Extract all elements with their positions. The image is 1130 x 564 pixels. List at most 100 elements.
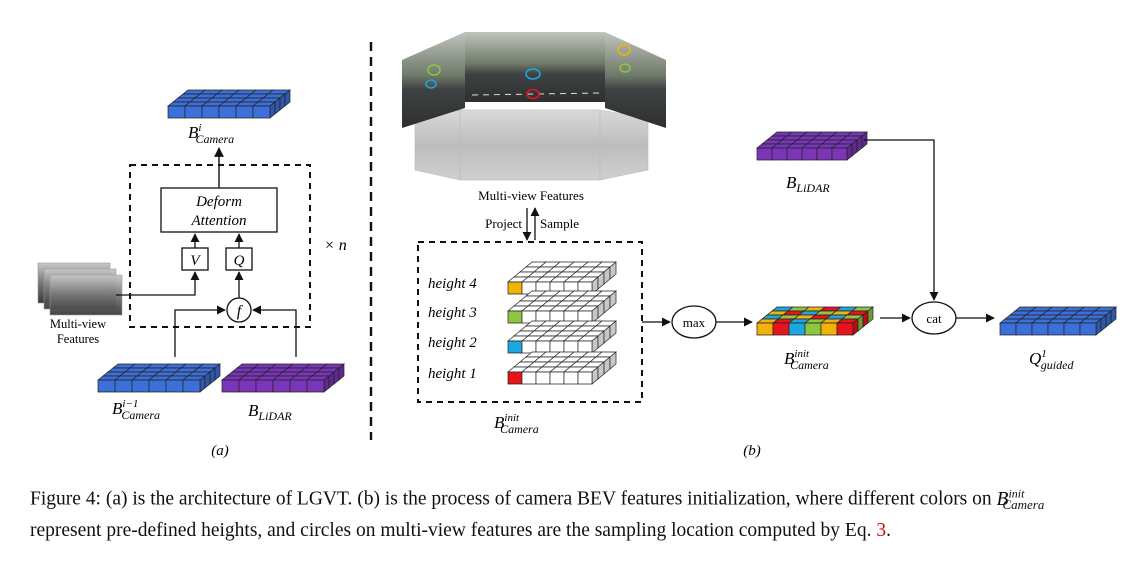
tensor-front-cell xyxy=(1031,322,1049,336)
tensor-front-cell xyxy=(521,371,537,385)
tensor-front-cell xyxy=(507,281,523,295)
deform-attention-box xyxy=(160,187,278,233)
tensor-front-cell xyxy=(182,379,201,393)
tensor-front-cell xyxy=(756,322,774,336)
q-guided-tensor xyxy=(999,306,1117,336)
tensor-front-cell xyxy=(535,340,551,354)
tensor-front-cell xyxy=(836,322,854,336)
caption-part-1: Figure 4: (a) is the architecture of LGV… xyxy=(30,488,992,510)
mv-features-label-b: Multi-view Features xyxy=(478,188,584,203)
tensor-front-cell xyxy=(289,379,308,393)
tensor-front-cell xyxy=(820,322,838,336)
tensor-front-cell xyxy=(577,340,593,354)
tensor-front-cell xyxy=(563,340,579,354)
tensor-side-cell xyxy=(284,89,291,107)
f-label: f xyxy=(237,303,244,320)
b-lidar-label-b: BLiDAR xyxy=(786,173,830,195)
tensor-front-cell xyxy=(577,371,593,385)
panel-a-label: (a) xyxy=(211,443,229,459)
tensor-front-cell xyxy=(816,147,833,161)
tensor-front-cell xyxy=(1015,322,1033,336)
b-lidar-label-a: BLiDAR xyxy=(248,401,292,423)
tensor-side-cell xyxy=(1110,306,1117,324)
tensor-front-cell xyxy=(1079,322,1097,336)
deform-label-1: Deform xyxy=(195,194,242,210)
cat-label: cat xyxy=(926,311,942,326)
tensor-front-cell xyxy=(788,322,806,336)
tensor-front-cell xyxy=(1063,322,1081,336)
b-lidar-tensor-b xyxy=(756,131,868,161)
tensor-front-cell xyxy=(786,147,803,161)
height-label-1: height 1 xyxy=(428,366,477,382)
tensor-front-cell xyxy=(507,340,523,354)
tensor-front-cell xyxy=(521,340,537,354)
tensor-front-cell xyxy=(235,105,254,119)
tensor-side-cell xyxy=(609,290,617,309)
height-label-4: height 4 xyxy=(428,276,477,292)
tensor-front-cell xyxy=(756,147,773,161)
tensor-side-cell xyxy=(609,261,617,280)
tensor-front-cell xyxy=(238,379,257,393)
tensor-front-cell xyxy=(772,322,790,336)
tensor-front-cell xyxy=(165,379,184,393)
height-slice xyxy=(507,290,617,324)
tensor-front-cell xyxy=(306,379,325,393)
panel-b: Multi-view Features Project Sample heigh… xyxy=(402,32,1117,459)
tensor-front-cell xyxy=(999,322,1017,336)
tensor-front-cell xyxy=(148,379,167,393)
mv-to-v-arrow xyxy=(116,271,200,296)
lidar-to-f-arrow xyxy=(252,305,297,357)
tensor-front-cell xyxy=(771,147,788,161)
height-slice xyxy=(507,320,617,354)
tensor-front-cell xyxy=(1047,322,1065,336)
tensor-side-cell xyxy=(609,320,617,339)
repeat-n-label: × n xyxy=(324,237,347,254)
tensor-front-cell xyxy=(218,105,237,119)
v-label: V xyxy=(190,253,201,269)
panel-b-label: (b) xyxy=(743,443,761,459)
caption-math: BinitCamera xyxy=(996,486,1045,513)
caption-eq-ref[interactable]: 3 xyxy=(876,520,887,542)
figure-caption: Figure 4: (a) is the architecture of LGV… xyxy=(30,486,1045,542)
project-label: Project xyxy=(485,216,522,231)
repeat-dashed-box xyxy=(129,164,311,328)
max-label: max xyxy=(683,315,706,330)
tensor-front-cell xyxy=(221,379,240,393)
mv-features-label-2: Features xyxy=(57,332,99,346)
tensor-side-cell xyxy=(338,363,345,381)
mv-features-label-1: Multi-view xyxy=(50,317,106,331)
tensor-front-cell xyxy=(507,371,523,385)
b-camera-i-tensor xyxy=(167,89,291,119)
tensor-front-cell xyxy=(167,105,186,119)
tensor-side-cell xyxy=(214,363,221,381)
tensor-front-cell xyxy=(272,379,291,393)
tensor-front-cell xyxy=(535,371,551,385)
height-label-3: height 3 xyxy=(428,305,477,321)
height-slice xyxy=(507,261,617,295)
height-label-2: height 2 xyxy=(428,335,477,351)
tensor-side-cell xyxy=(867,306,874,324)
tensor-front-cell xyxy=(252,105,271,119)
tensor-front-cell xyxy=(804,322,822,336)
caption-part-2: represent pre-defined heights, and circl… xyxy=(30,520,877,542)
tensor-front-cell xyxy=(507,310,523,324)
tensor-side-cell xyxy=(609,351,617,370)
tensor-front-cell xyxy=(549,340,565,354)
height-slices-box xyxy=(417,241,643,403)
q-label: Q xyxy=(234,253,245,269)
multi-view-thumbnails xyxy=(37,262,123,316)
tensor-front-cell xyxy=(131,379,150,393)
tensor-front-cell xyxy=(831,147,848,161)
height-slices xyxy=(507,261,617,385)
tensor-front-cell xyxy=(255,379,274,393)
sample-label: Sample xyxy=(540,216,579,231)
cam-prev-to-f-arrow xyxy=(174,305,226,357)
